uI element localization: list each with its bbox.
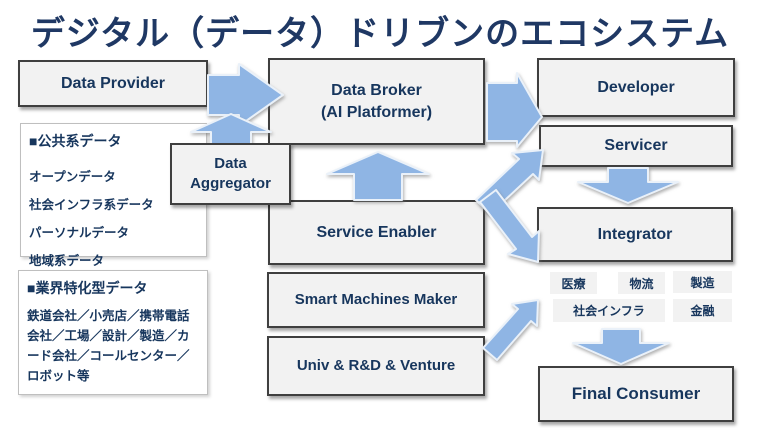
box-smart-machines-maker-label: Smart Machines Maker bbox=[294, 291, 458, 308]
box-data-aggregator: Data Aggregator bbox=[170, 143, 291, 205]
box-univ-rd-venture: Univ & R&D & Venture bbox=[267, 336, 485, 396]
box-data-aggregator-label: Data bbox=[214, 155, 247, 172]
public-data-item: 社会インフラ系データ bbox=[29, 198, 154, 212]
arrow-tags-to-final-consumer bbox=[572, 328, 670, 365]
box-data-provider: Data Provider bbox=[18, 60, 208, 107]
box-servicer-label: Servicer bbox=[604, 137, 668, 154]
box-service-enabler: Service Enabler bbox=[268, 200, 485, 265]
box-univ-rd-venture-label: Univ & R&D & Venture bbox=[296, 357, 456, 374]
box-developer: Developer bbox=[537, 58, 735, 117]
box-final-consumer-label: Final Consumer bbox=[571, 384, 701, 403]
tag-finance: 金融 bbox=[673, 299, 732, 322]
box-final-consumer: Final Consumer bbox=[538, 366, 734, 422]
box-servicer: Servicer bbox=[539, 125, 733, 167]
box-smart-machines-maker: Smart Machines Maker bbox=[267, 272, 485, 328]
box-data-broker-sublabel: (AI Platformer) bbox=[320, 103, 433, 121]
public-data-item: オープンデータ bbox=[29, 170, 116, 184]
box-service-enabler-label: Service Enabler bbox=[316, 223, 437, 241]
tag-logistics: 物流 bbox=[618, 272, 665, 294]
arrow-broker-to-developer-servicer bbox=[486, 72, 543, 148]
box-developer-label: Developer bbox=[597, 78, 675, 96]
box-data-broker: Data Broker (AI Platformer) bbox=[268, 58, 485, 145]
box-data-broker-label: Data Broker bbox=[331, 81, 422, 99]
arrow-univ-to-integrator bbox=[482, 299, 539, 361]
public-data-item: 地域系データ bbox=[29, 254, 105, 268]
arrow-enabler-to-broker bbox=[326, 151, 430, 201]
box-data-provider-label: Data Provider bbox=[60, 74, 166, 92]
arrow-provider-to-broker bbox=[207, 63, 284, 127]
box-data-aggregator-sublabel: Aggregator bbox=[190, 175, 271, 192]
arrow-servicer-to-integrator bbox=[577, 167, 679, 204]
box-integrator-label: Integrator bbox=[597, 225, 673, 243]
arrow-enabler-to-integrator bbox=[479, 189, 540, 263]
panel-industry-data: ■業界特化型データ 鉄道会社／小売店／携帯電話会社／工場／設計／製造／カード会社… bbox=[18, 270, 208, 395]
panel-public-data-header: ■公共系データ bbox=[29, 133, 122, 149]
page-title: デジタル（データ）ドリブンのエコシステム bbox=[30, 15, 730, 53]
tag-manufacturing: 製造 bbox=[673, 271, 732, 293]
tag-social-infrastructure: 社会インフラ bbox=[553, 299, 665, 322]
box-integrator: Integrator bbox=[537, 207, 733, 262]
public-data-item: パーソナルデータ bbox=[29, 226, 130, 240]
panel-industry-data-header: ■業界特化型データ bbox=[27, 280, 148, 296]
tag-medical: 医療 bbox=[550, 272, 597, 294]
panel-industry-data-body: 鉄道会社／小売店／携帯電話会社／工場／設計／製造／カード会社／コールセンター／ロ… bbox=[27, 309, 190, 383]
